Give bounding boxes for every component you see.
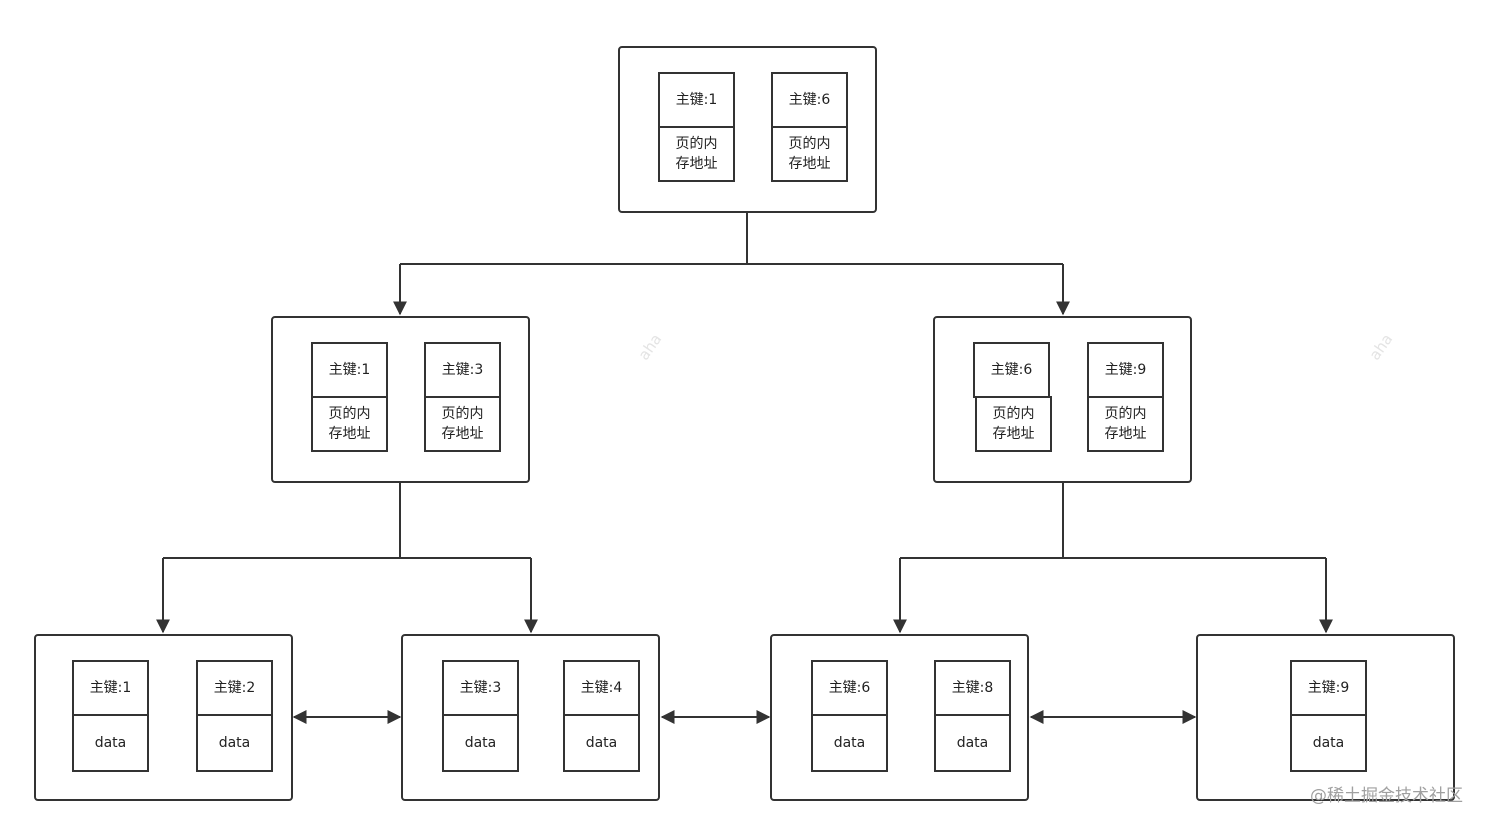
leaf-data-cell: data — [1290, 714, 1367, 772]
addr-label: 页的内 存地址 — [992, 406, 1035, 442]
internal-page-left: 主键:1 页的内 存地址 主键:3 页的内 存地址 — [271, 316, 530, 483]
internal-key-cell: 主键:6 — [973, 342, 1050, 398]
leaf-page-4: 主键:9 data — [1196, 634, 1455, 801]
root-addr-cell: 页的内 存地址 — [771, 126, 848, 182]
leaf-key-cell: 主键:1 — [72, 660, 149, 716]
leaf-key-cell: 主键:2 — [196, 660, 273, 716]
key-label: 主键:1 — [675, 92, 718, 108]
leaf-key-cell: 主键:9 — [1290, 660, 1367, 716]
data-label: data — [1312, 735, 1345, 751]
root-addr-cell: 页的内 存地址 — [658, 126, 735, 182]
key-label: 主键:9 — [1307, 680, 1350, 696]
leaf-key-cell: 主键:3 — [442, 660, 519, 716]
key-label: 主键:6 — [828, 680, 871, 696]
data-label: data — [833, 735, 866, 751]
leaf-data-cell: data — [442, 714, 519, 772]
leaf-data-cell: data — [811, 714, 888, 772]
leaf-key-cell: 主键:8 — [934, 660, 1011, 716]
addr-label: 页的内 存地址 — [441, 406, 484, 442]
key-label: 主键:1 — [328, 362, 371, 378]
leaf-page-1: 主键:1 data 主键:2 data — [34, 634, 293, 801]
data-label: data — [956, 735, 989, 751]
root-page: 主键:1 页的内 存地址 主键:6 页的内 存地址 — [618, 46, 877, 213]
leaf-data-cell: data — [934, 714, 1011, 772]
leaf-data-cell: data — [196, 714, 273, 772]
leaf-key-cell: 主键:6 — [811, 660, 888, 716]
addr-label: 页的内 存地址 — [675, 136, 718, 172]
internal-addr-cell: 页的内 存地址 — [1087, 396, 1164, 452]
key-label: 主键:4 — [580, 680, 623, 696]
leaf-key-cell: 主键:4 — [563, 660, 640, 716]
root-key-cell: 主键:6 — [771, 72, 848, 128]
key-label: 主键:3 — [441, 362, 484, 378]
key-label: 主键:6 — [990, 362, 1033, 378]
data-label: data — [585, 735, 618, 751]
key-label: 主键:8 — [951, 680, 994, 696]
internal-addr-cell: 页的内 存地址 — [975, 396, 1052, 452]
root-key-cell: 主键:1 — [658, 72, 735, 128]
leaf-data-cell: data — [563, 714, 640, 772]
data-label: data — [464, 735, 497, 751]
internal-key-cell: 主键:1 — [311, 342, 388, 398]
key-label: 主键:1 — [89, 680, 132, 696]
internal-key-cell: 主键:3 — [424, 342, 501, 398]
left-internal-connector — [156, 482, 538, 634]
data-label: data — [94, 735, 127, 751]
addr-label: 页的内 存地址 — [1104, 406, 1147, 442]
right-internal-connector — [893, 482, 1333, 634]
internal-addr-cell: 页的内 存地址 — [311, 396, 388, 452]
leaf-data-cell: data — [72, 714, 149, 772]
watermark-text: @稀土掘金技术社区 — [1310, 786, 1463, 806]
key-label: 主键:2 — [213, 680, 256, 696]
internal-addr-cell: 页的内 存地址 — [424, 396, 501, 452]
addr-label: 页的内 存地址 — [788, 136, 831, 172]
internal-page-right: 主键:6 页的内 存地址 主键:9 页的内 存地址 — [933, 316, 1192, 483]
leaf-page-3: 主键:6 data 主键:8 data — [770, 634, 1029, 801]
internal-key-cell: 主键:9 — [1087, 342, 1164, 398]
key-label: 主键:9 — [1104, 362, 1147, 378]
addr-label: 页的内 存地址 — [328, 406, 371, 442]
key-label: 主键:6 — [788, 92, 831, 108]
leaf-page-2: 主键:3 data 主键:4 data — [401, 634, 660, 801]
root-connector — [393, 213, 1070, 316]
data-label: data — [218, 735, 251, 751]
key-label: 主键:3 — [459, 680, 502, 696]
